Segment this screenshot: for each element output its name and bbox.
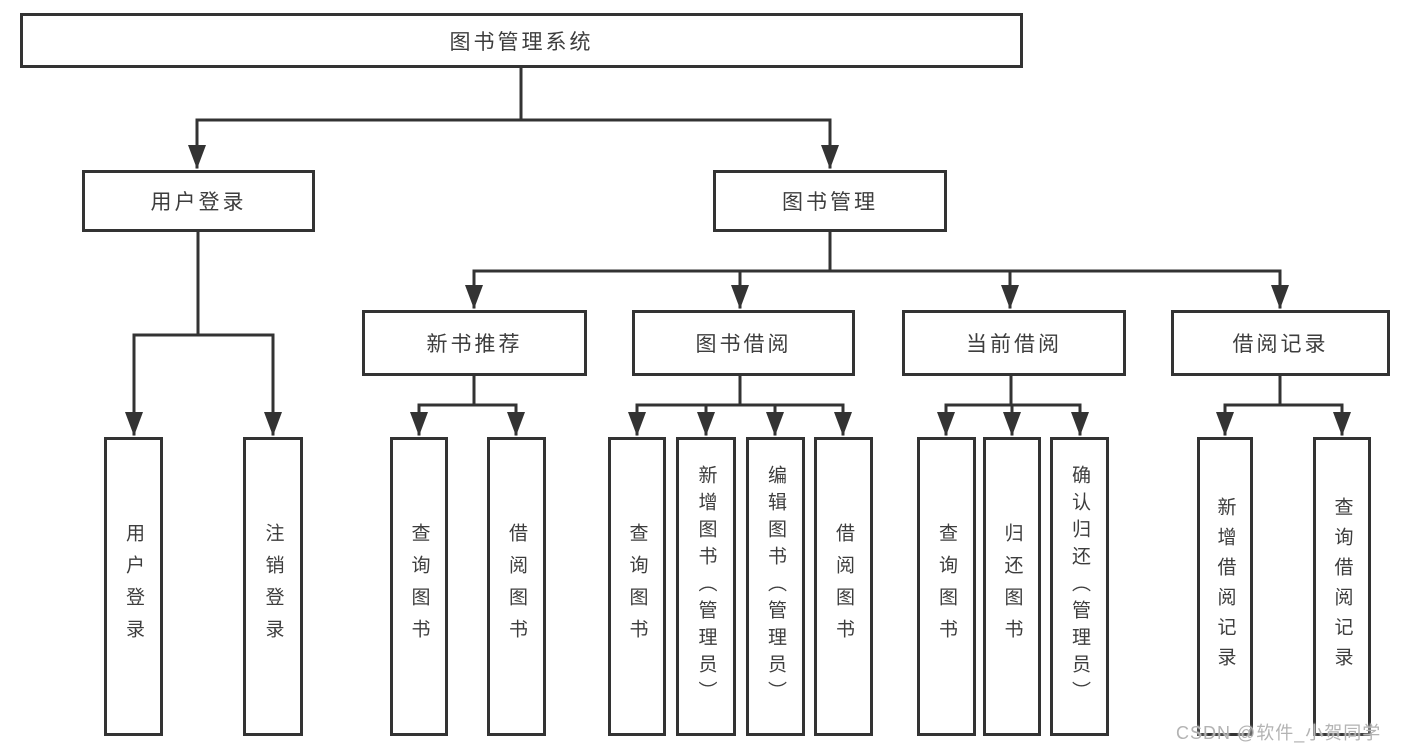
node-label: 确认归还（管理员） <box>1069 465 1090 708</box>
leaf-query-book-recommend: 查询图书 <box>390 437 448 736</box>
leaf-confirm-return-admin: 确认归还（管理员） <box>1050 437 1109 736</box>
leaf-edit-book-admin: 编辑图书（管理员） <box>746 437 805 736</box>
node-label: 借阅图书 <box>506 522 527 651</box>
leaf-borrow-book: 借阅图书 <box>814 437 873 736</box>
node-label: 归还图书 <box>1001 522 1023 651</box>
node-book-borrow: 图书借阅 <box>632 310 855 376</box>
node-label: 查询借阅记录 <box>1331 496 1353 677</box>
node-borrow-records: 借阅记录 <box>1171 310 1390 376</box>
leaf-add-book-admin: 新增图书（管理员） <box>676 437 736 736</box>
node-new-book-recommend: 新书推荐 <box>362 310 587 376</box>
node-label: 查询图书 <box>626 522 648 651</box>
node-label: 用户登录 <box>123 522 144 651</box>
node-label: 查询图书 <box>408 522 430 651</box>
node-label: 编辑图书（管理员） <box>765 465 786 708</box>
node-label: 新书推荐 <box>426 333 523 356</box>
node-label: 图书管理 <box>782 191 878 214</box>
node-label: 借阅记录 <box>1232 333 1329 356</box>
node-user-login: 用户登录 <box>82 170 315 232</box>
node-label: 图书借阅 <box>695 333 792 356</box>
leaf-borrow-book-recommend: 借阅图书 <box>487 437 546 736</box>
leaf-query-book-current: 查询图书 <box>917 437 976 736</box>
node-current-borrow: 当前借阅 <box>902 310 1126 376</box>
node-label: 借阅图书 <box>833 522 854 651</box>
leaf-query-borrow-record: 查询借阅记录 <box>1313 437 1371 736</box>
leaf-add-borrow-record: 新增借阅记录 <box>1197 437 1253 736</box>
node-label: 用户登录 <box>150 191 247 214</box>
node-label: 注销登录 <box>262 522 284 651</box>
leaf-query-book-borrow: 查询图书 <box>608 437 666 736</box>
node-label: 查询图书 <box>936 522 957 651</box>
leaf-logout-login: 注销登录 <box>243 437 303 736</box>
node-label: 图书管理系统 <box>449 30 594 54</box>
node-library-management-system: 图书管理系统 <box>20 13 1023 68</box>
leaf-user-login: 用户登录 <box>104 437 163 736</box>
node-label: 新增借阅记录 <box>1214 496 1236 677</box>
watermark: CSDN @软件_小贺同学 <box>1176 723 1382 743</box>
leaf-return-book: 归还图书 <box>983 437 1041 736</box>
node-book-management: 图书管理 <box>713 170 947 232</box>
node-label: 新增图书（管理员） <box>695 465 717 708</box>
node-label: 当前借阅 <box>966 333 1062 356</box>
